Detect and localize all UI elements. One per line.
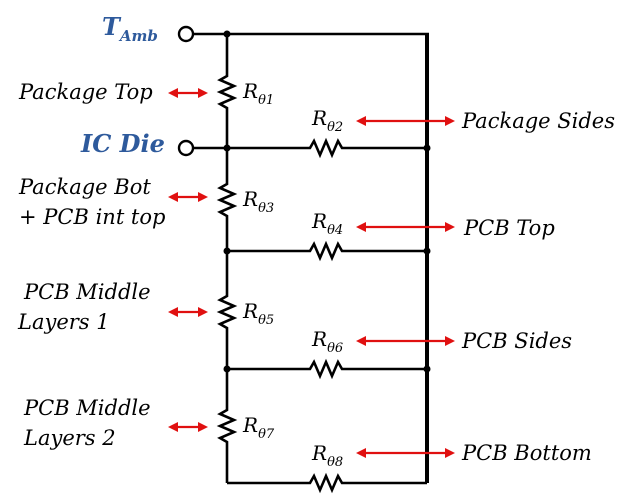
resistor-r8 (306, 472, 346, 494)
ambient-node-label: TAmb (102, 12, 158, 45)
resistor-r3 (216, 180, 238, 220)
r4-label: Rθ4 (311, 209, 343, 238)
pcb-sides-label: PCB Sides (461, 329, 572, 353)
junction-dot (223, 144, 231, 152)
junction-dot (223, 30, 231, 38)
pcb-middle-1-label-line2: Layers 1 (17, 310, 110, 334)
r6-label: Rθ6 (311, 327, 343, 356)
pcb-top-label: PCB Top (463, 216, 555, 240)
double-arrow-icon (356, 336, 455, 346)
double-arrow-icon (168, 88, 208, 98)
pcb-middle-2-label-line1: PCB Middle (23, 396, 151, 420)
double-arrow-icon (168, 422, 208, 432)
r7-label: Rθ7 (242, 413, 275, 442)
r8-label: Rθ8 (311, 441, 343, 470)
r5-label: Rθ5 (242, 299, 274, 328)
double-arrow-icon (356, 116, 455, 126)
r3-label: Rθ3 (242, 187, 274, 216)
double-arrow-icon (356, 448, 455, 458)
junction-dot (423, 247, 431, 255)
double-arrow-icon (356, 222, 455, 232)
ambient-terminal (177, 25, 195, 43)
r2-label: Rθ2 (311, 106, 343, 135)
double-arrow-icon (168, 192, 208, 202)
double-arrow-icon (168, 307, 208, 317)
package-bot-label-line2: + PCB int top (19, 205, 165, 229)
pcb-middle-1-label-line1: PCB Middle (23, 280, 151, 304)
resistor-r5 (216, 292, 238, 332)
junction-dot (223, 365, 231, 373)
package-sides-label: Package Sides (461, 109, 615, 133)
resistor-r4 (306, 240, 346, 262)
pcb-middle-2-label-line2: Layers 2 (23, 426, 116, 450)
resistor-r6 (306, 358, 346, 380)
pcb-bottom-label: PCB Bottom (461, 441, 592, 465)
resistor-r7 (216, 406, 238, 446)
ic-die-node-label: IC Die (80, 129, 165, 158)
r1-label: Rθ1 (242, 79, 274, 108)
resistor-r2 (306, 137, 346, 159)
resistor-r1 (216, 72, 238, 112)
package-bot-label-line1: Package Bot (18, 175, 151, 199)
junction-dot (423, 365, 431, 373)
ic-die-terminal (177, 139, 195, 157)
junction-dot (223, 247, 231, 255)
junction-dot (423, 144, 431, 152)
package-top-label: Package Top (18, 80, 153, 104)
